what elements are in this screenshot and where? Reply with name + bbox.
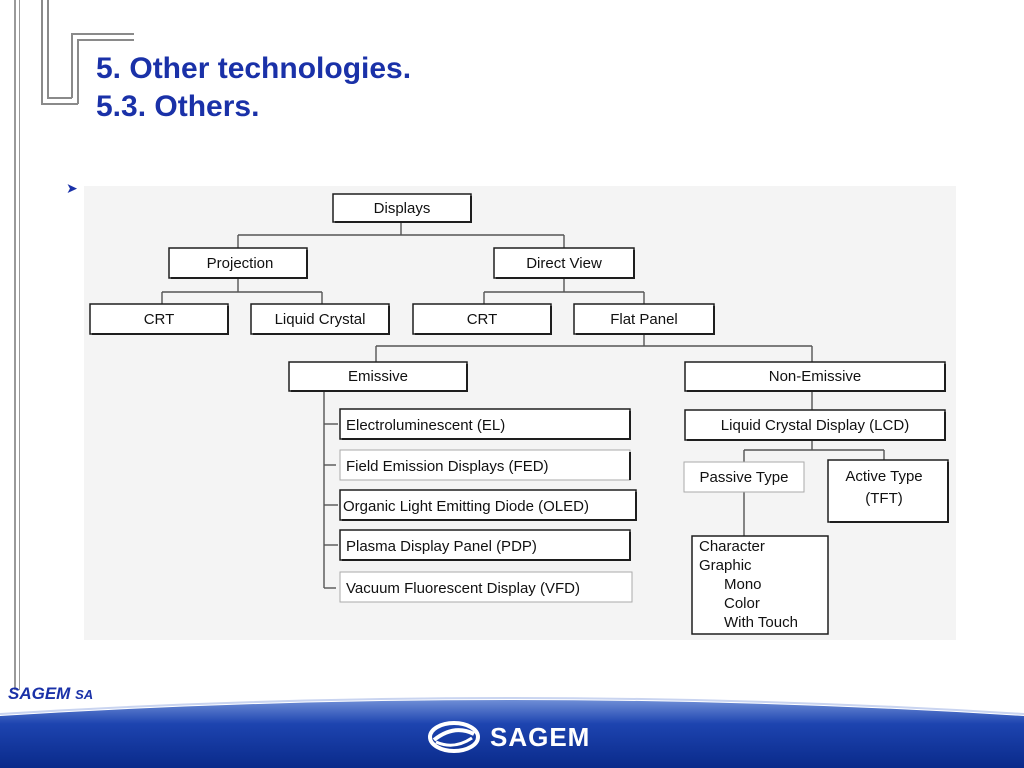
label-mono: Mono (724, 576, 762, 593)
label-emissive: Emissive (348, 368, 408, 385)
node-emissive (288, 361, 468, 392)
label-character: Character (699, 538, 765, 555)
label-direct-view-crt: CRT (467, 311, 498, 328)
label-projection: Projection (207, 255, 274, 272)
node-projection-crt (89, 303, 229, 335)
left-border-line-inner (19, 0, 20, 690)
sagem-swirl-icon (428, 721, 480, 753)
node-lcd (684, 409, 946, 441)
node-projection-liquid-crystal (250, 303, 390, 335)
box-shadows (92, 196, 949, 561)
brand-name: SAGEM (8, 684, 71, 703)
label-vfd: Vacuum Fluorescent Display (VFD) (346, 580, 580, 597)
slide-title: 5. Other technologies. (96, 52, 412, 85)
label-projection-liquid-crystal: Liquid Crystal (275, 311, 366, 328)
node-direct-view (493, 247, 635, 279)
label-color: Color (724, 595, 760, 612)
label-pdp: Plasma Display Panel (PDP) (346, 538, 537, 555)
label-with-touch: With Touch (724, 614, 798, 631)
node-non-emissive (684, 361, 946, 392)
node-flat-panel (573, 303, 715, 335)
brand-suffix: SA (75, 687, 94, 702)
label-direct-view: Direct View (526, 255, 602, 272)
label-lcd: Liquid Crystal Display (LCD) (721, 417, 909, 434)
node-passive-list (691, 535, 829, 635)
diagram-boxes (89, 193, 949, 635)
label-fed: Field Emission Displays (FED) (346, 458, 549, 475)
slide-subtitle: 5.3. Others. (96, 90, 260, 123)
node-vfd (339, 571, 633, 603)
label-passive-type: Passive Type (700, 469, 789, 486)
title-bracket (41, 0, 134, 105)
bullet-arrow-icon: ➤ (66, 180, 78, 196)
label-oled: Organic Light Emitting Diode (OLED) (343, 498, 589, 515)
left-border-line (14, 0, 16, 690)
logo-text: SAGEM (490, 721, 591, 752)
label-active-tft: (TFT) (865, 490, 902, 507)
brand-label: SAGEM SA (8, 684, 93, 704)
label-el: Electroluminescent (EL) (346, 417, 505, 434)
sagem-logo: SAGEM (428, 718, 590, 756)
footer-band (0, 697, 1024, 768)
node-el (339, 408, 631, 440)
connector-lines (161, 222, 885, 589)
node-displays (332, 193, 472, 223)
node-direct-view-crt (412, 303, 552, 335)
label-flat-panel: Flat Panel (610, 311, 678, 328)
label-displays: Displays (374, 200, 431, 217)
diagram-labels: Displays Projection Direct View CRT Liqu… (144, 200, 923, 631)
node-passive-type (683, 461, 805, 493)
label-projection-crt: CRT (144, 311, 175, 328)
node-oled (339, 489, 637, 521)
node-active-type (827, 459, 949, 523)
label-graphic: Graphic (699, 557, 752, 574)
label-non-emissive: Non-Emissive (769, 368, 862, 385)
label-active-type: Active Type (845, 468, 922, 485)
